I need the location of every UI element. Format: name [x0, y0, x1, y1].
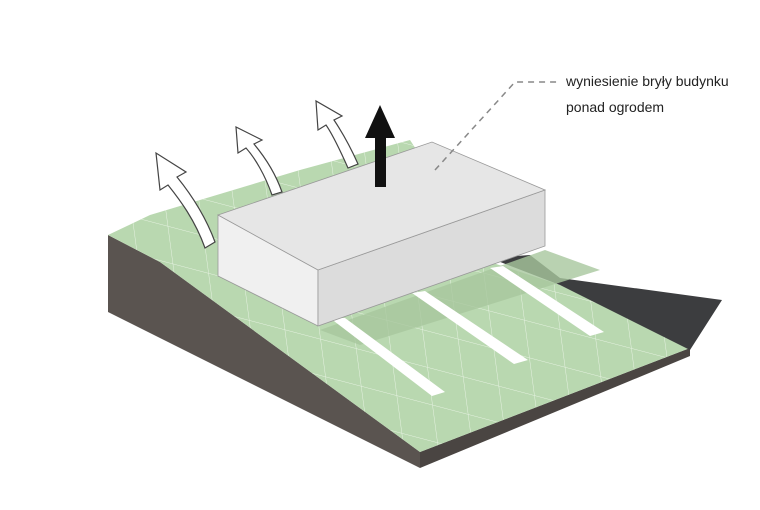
path-stripe	[490, 266, 604, 336]
airflow-arrow	[155, 151, 216, 249]
terrain-front-edge	[420, 348, 690, 468]
annotation-line-2: ponad ogrodem	[566, 99, 665, 115]
terrain-side-face	[108, 235, 420, 468]
path-stripe	[412, 291, 528, 364]
building-shadow	[320, 250, 600, 345]
airflow-arrow	[235, 125, 283, 196]
leader-line	[434, 81, 560, 171]
lift-arrow-icon	[365, 105, 395, 187]
annotation-line-1: wyniesienie bryły budynku	[566, 73, 729, 89]
building-top-face	[217, 141, 547, 271]
airflow-arrow	[315, 99, 359, 169]
path-stripe	[330, 318, 445, 396]
